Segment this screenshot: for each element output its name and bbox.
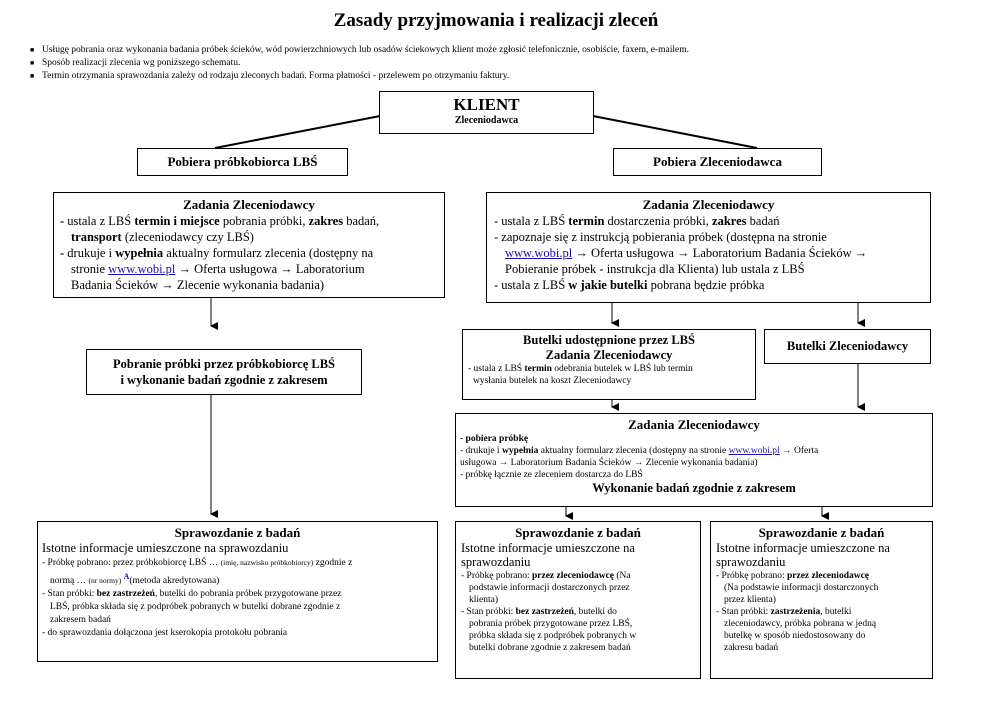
client-bottles-box: Butelki Zleceniodawcy [764, 329, 931, 364]
execution-footer: Wykonanie badań zgodnie z zakresem [592, 481, 796, 495]
left-report-box: Sprawozdanie z badań Istotne informacje … [37, 521, 438, 662]
page-title: Zasady przyjmowania i realizacji zleceń [333, 10, 659, 31]
left-task-1: - ustala z LBŚ termin i miejsce pobrania… [60, 214, 380, 228]
report-lbs-bottles: Sprawozdanie z badań Istotne informacje … [455, 521, 701, 679]
accreditation-mark: A [123, 572, 130, 581]
right-branch-header: Pobiera Zleceniodawca [613, 148, 822, 176]
bullet-icon: ■ [30, 46, 35, 54]
right-client-tasks: Zadania Zleceniodawcy - ustala z LBŚ ter… [486, 192, 931, 303]
wobi-link[interactable]: www.wobi.pl [505, 246, 573, 260]
wobi-link[interactable]: www.wobi.pl [728, 446, 780, 456]
left-sampling-box: Pobranie próbki przez próbkobiorcę LBŚ i… [86, 349, 362, 395]
right-task-3: - ustala z LBŚ w jakie butelki pobrana b… [494, 278, 765, 292]
right-task-1: - ustala z LBŚ termin dostarczenia próbk… [494, 214, 780, 228]
client-box: KLIENT Zleceniodawca [379, 91, 594, 134]
left-client-tasks: Zadania Zleceniodawcy - ustala z LBŚ ter… [53, 192, 445, 298]
left-tasks-title: Zadania Zleceniodawcy [183, 197, 315, 212]
right-task-2: - zapoznaje się z instrukcją pobierania … [494, 230, 827, 244]
wobi-link[interactable]: www.wobi.pl [108, 262, 176, 276]
bullet-item: ■Usługę pobrania oraz wykonania badania … [30, 45, 690, 55]
right-client-tasks-2: Zadania Zleceniodawcy - pobiera próbkę -… [455, 413, 933, 507]
line-client-to-right [592, 115, 758, 149]
bullet-icon: ■ [30, 59, 35, 67]
right-tasks-title: Zadania Zleceniodawcy [642, 197, 775, 212]
bullet-item: ■Termin otrzymania sprawozdania zależy o… [30, 71, 510, 81]
left-branch-header: Pobiera próbkobiorca LBŚ [137, 148, 348, 176]
client-subtitle: Zleceniodawca [454, 115, 519, 126]
bullet-icon: ■ [30, 72, 35, 80]
intro-bullets: ■Usługę pobrania oraz wykonania badania … [30, 44, 980, 83]
lbs-bottles-box: Butelki udostępnione przez LBŚ Zadania Z… [462, 329, 756, 400]
client-title: KLIENT [453, 95, 520, 114]
left-report-title: Sprawozdanie z badań [174, 525, 301, 540]
line-client-to-left [214, 115, 381, 149]
report-client-bottles: Sprawozdanie z badań Istotne informacje … [710, 521, 933, 679]
bullet-item: ■Sposób realizacji zlecenia wg poniższeg… [30, 58, 241, 68]
left-task-2: - drukuje i wypełnia aktualny formularz … [60, 246, 374, 260]
